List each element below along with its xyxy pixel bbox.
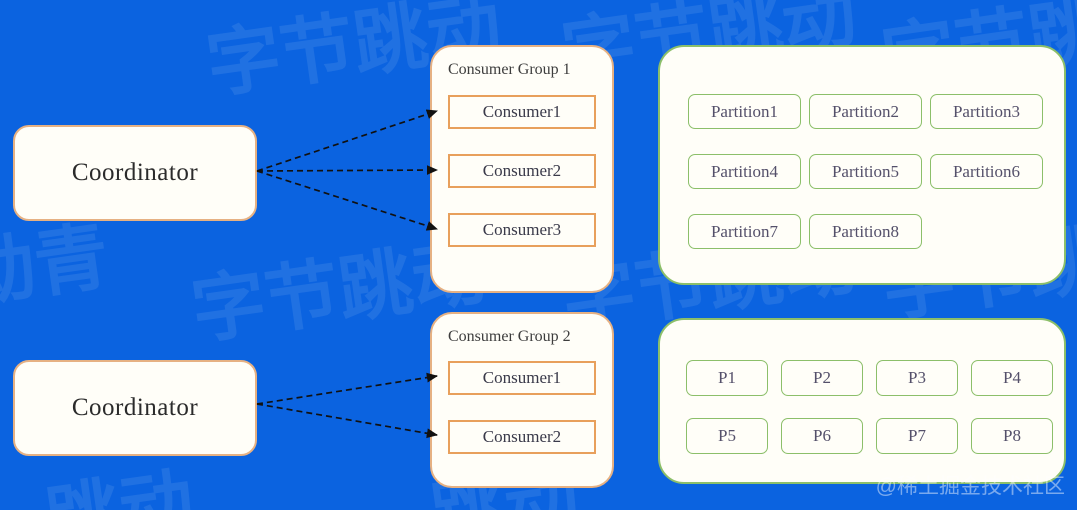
arrow-coordinator2-consumer1: [256, 372, 439, 405]
partition-label: P5: [718, 426, 736, 445]
partition-box: P4: [971, 360, 1053, 396]
coordinator-box-1: Coordinator: [13, 125, 257, 221]
arrow-coordinator2-consumer2: [256, 403, 439, 439]
partition-box: P8: [971, 418, 1053, 454]
consumer-box: Consumer3: [448, 213, 596, 247]
partition-label: P7: [908, 426, 926, 445]
consumer-box: Consumer1: [448, 95, 596, 129]
partition-box: P2: [781, 360, 863, 396]
arrow-coordinator1-consumer3: [256, 170, 438, 231]
coordinator-box-2: Coordinator: [13, 360, 257, 456]
partition-box: P7: [876, 418, 958, 454]
consumer-group-panel-1: Consumer Group 1 Consumer1 Consumer2 Con…: [430, 45, 614, 293]
partition-label: Partition3: [952, 101, 1021, 121]
partition-box: P1: [686, 360, 768, 396]
consumer-label: Consumer3: [482, 220, 562, 239]
partition-box: P3: [876, 360, 958, 396]
consumer-box: Consumer2: [448, 420, 596, 454]
partition-box: P5: [686, 418, 768, 454]
arrow-coordinator1-consumer1: [256, 109, 438, 172]
partition-box: Partition4: [688, 154, 801, 189]
partition-box: Partition7: [688, 214, 801, 249]
partition-label: Partition7: [710, 221, 779, 241]
partition-box: Partition1: [688, 94, 801, 129]
consumer-label: Consumer2: [482, 161, 562, 180]
consumer-group-title: Consumer Group 1: [448, 61, 571, 78]
partition-label: P8: [1003, 426, 1021, 445]
partition-label: Partition4: [710, 161, 779, 181]
partition-label: Partition8: [831, 221, 900, 241]
partition-label: Partition5: [831, 161, 900, 181]
partition-box: Partition3: [930, 94, 1043, 129]
partition-label: P6: [813, 426, 831, 445]
partition-box: Partition6: [930, 154, 1043, 189]
consumer-label: Consumer1: [482, 368, 562, 387]
partition-label: Partition1: [710, 101, 779, 121]
partition-label: P3: [908, 368, 926, 387]
consumer-group-title: Consumer Group 2: [448, 328, 571, 345]
coordinator-label: Coordinator: [71, 159, 199, 186]
consumer-box: Consumer1: [448, 361, 596, 395]
arrow-coordinator1-consumer2: [256, 165, 439, 175]
partition-box: Partition5: [809, 154, 922, 189]
consumer-label: Consumer2: [482, 427, 562, 446]
consumer-label: Consumer1: [482, 102, 562, 121]
partition-label: P4: [1003, 368, 1021, 387]
coordinator-label: Coordinator: [71, 394, 199, 421]
partition-label: P2: [813, 368, 831, 387]
partition-panel-1: Partition1 Partition2 Partition3 Partiti…: [658, 45, 1066, 285]
partition-box: Partition2: [809, 94, 922, 129]
partition-panel-2: P1 P2 P3 P4 P5 P6 P7 P8: [658, 318, 1066, 484]
consumer-box: Consumer2: [448, 154, 596, 188]
partition-box: P6: [781, 418, 863, 454]
partition-label: Partition2: [831, 101, 900, 121]
consumer-group-panel-2: Consumer Group 2 Consumer1 Consumer2: [430, 312, 614, 488]
partition-box: Partition8: [809, 214, 922, 249]
partition-label: Partition6: [952, 161, 1021, 181]
partition-label: P1: [718, 368, 736, 387]
